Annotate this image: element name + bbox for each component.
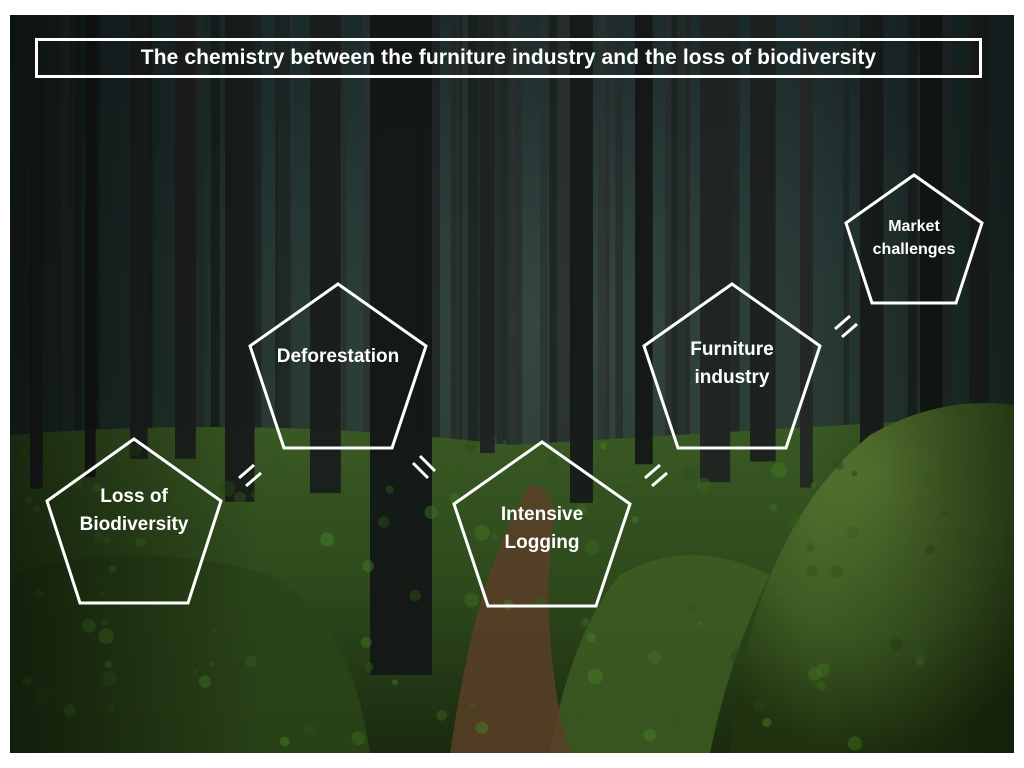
node-intensive-logging: Intensive Logging — [452, 440, 632, 608]
node-label-deforestation: Deforestation — [276, 346, 400, 367]
node-market-challenges: Market challenges — [844, 173, 984, 305]
page-title: The chemistry between the furniture indu… — [140, 46, 877, 69]
node-label-market-challenges: Market challenges — [872, 218, 956, 259]
connector-furniture-market — [832, 313, 862, 348]
node-deforestation: Deforestation — [248, 282, 428, 450]
connector-deforestation-logging — [410, 454, 440, 495]
node-label-loss-of-biodiversity: Loss of Biodiversity — [79, 486, 189, 535]
pentagon-shape — [248, 282, 428, 450]
node-furniture-industry: Furniture industry — [642, 282, 822, 450]
node-label-intensive-logging: Intensive Logging — [500, 504, 584, 553]
node-label-furniture-industry: Furniture industry — [690, 339, 774, 388]
node-loss-of-biodiversity: Loss of Biodiversity — [45, 437, 223, 605]
pentagon-shape — [45, 437, 223, 605]
connector-logging-furniture — [642, 462, 672, 497]
forest-photo — [10, 15, 1014, 753]
pentagon-shape — [452, 440, 632, 608]
pentagon-shape — [844, 173, 984, 305]
pentagon-shape — [642, 282, 822, 450]
title-box: The chemistry between the furniture indu… — [35, 38, 982, 78]
connector-loss-deforestation — [236, 462, 266, 497]
forest-background — [10, 15, 1014, 753]
